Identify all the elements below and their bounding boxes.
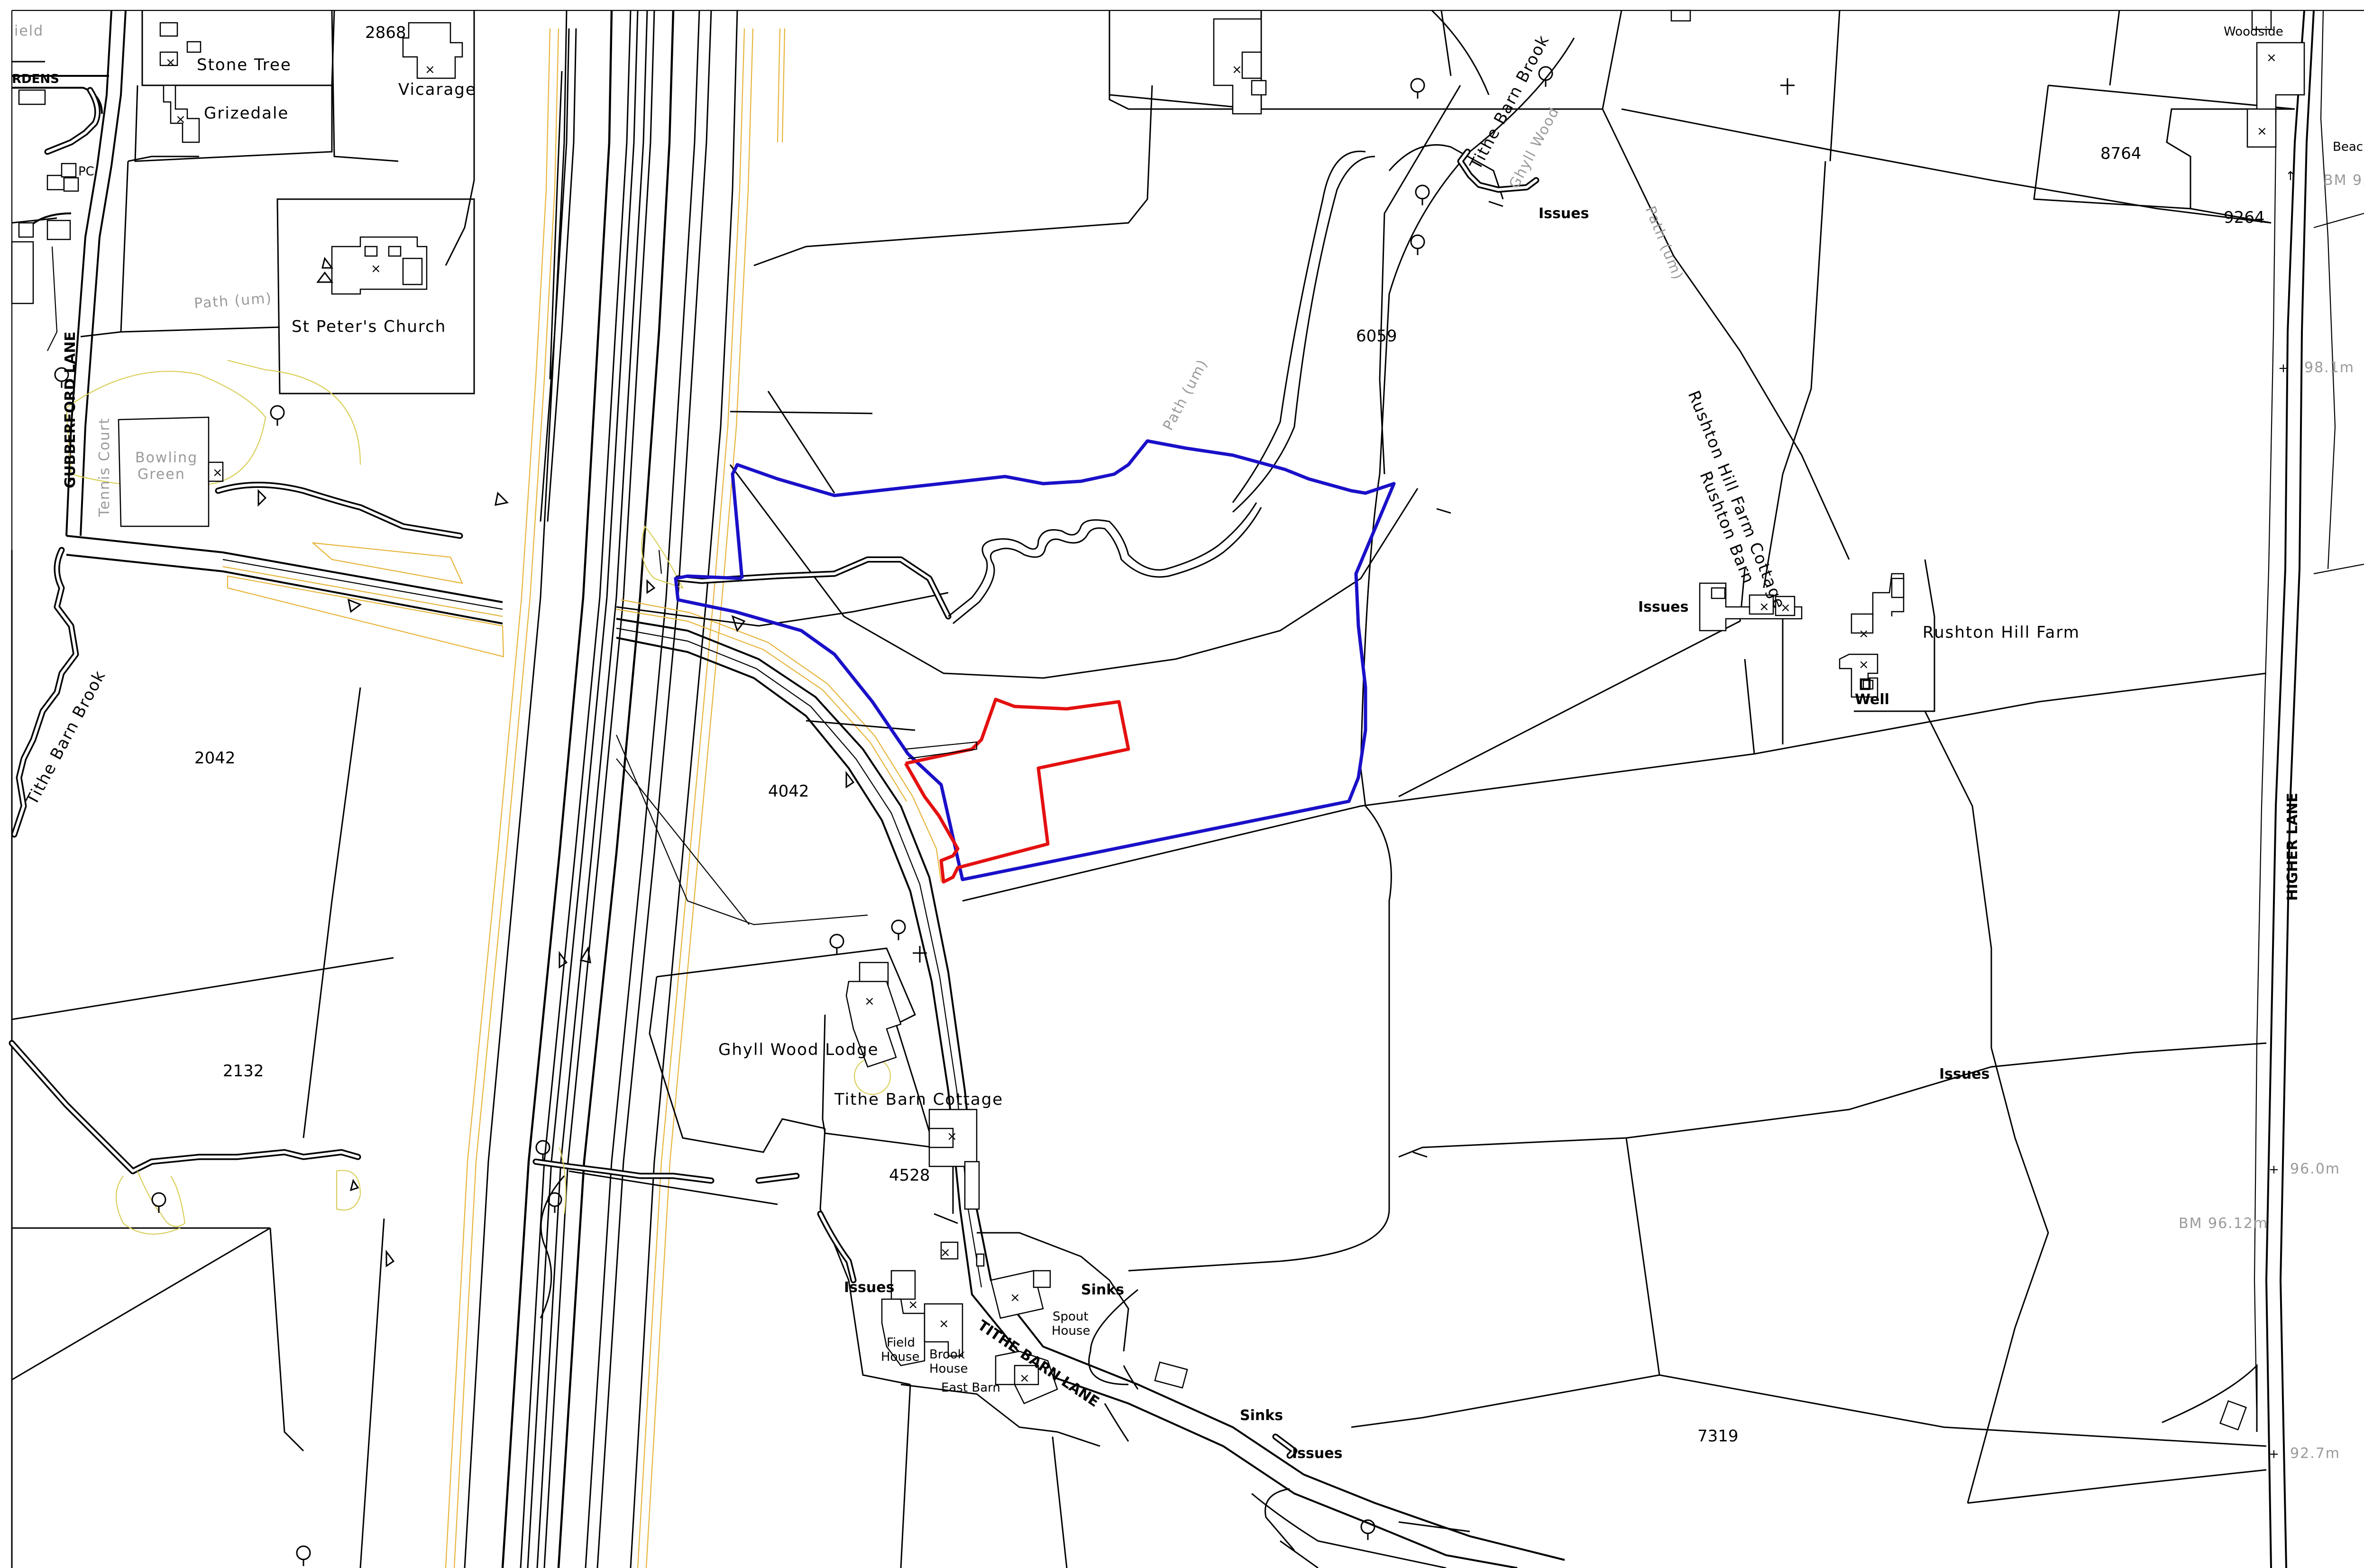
annotation-sinks-1: Sinks [1081,1282,1124,1298]
parcel-6059: 6059 [1356,327,1397,346]
svg-text:×: × [212,466,223,480]
label-field-2: House [881,1350,919,1364]
label-well: Well [1855,691,1889,708]
svg-text:×: × [165,55,176,70]
svg-text:×: × [1759,600,1769,614]
svg-text:×: × [908,1298,918,1312]
label-brook-1: Brook [929,1348,965,1362]
label-church: St Peter's Church [292,317,446,336]
svg-text:×: × [425,63,435,77]
annotation-sinks-2: Sinks [1240,1407,1283,1424]
label-dens: RDENS [12,72,59,86]
label-woodside: Woodside [2224,25,2283,39]
parcel-2868: 2868 [365,23,406,42]
svg-text:×: × [947,1129,957,1144]
svg-text:×: × [1232,63,1242,77]
map-symbols: + + + ↑ [316,169,2296,1461]
ownership-boundary-blue [674,439,1396,881]
parcel-numbers: 2868 2042 4042 6059 2132 4528 7319 8764 … [194,23,2265,1446]
svg-text:×: × [1859,627,1869,641]
gubberford-lane [12,10,127,536]
label-path-east: Path (um) [1642,204,1686,283]
watercourse-labels: Tithe Barn Brook Tithe Barn Brook [22,32,1553,808]
label-path-north: Path (um) [1160,357,1211,433]
annotations: Issues Issues Issues Issues Issues Sinks… [844,205,1989,1462]
label-path-church: Path (um) [193,290,273,312]
svg-text:×: × [2257,124,2267,138]
svg-text:×: × [371,262,381,276]
svg-text:↑: ↑ [2285,169,2296,183]
svg-text:+: + [2278,361,2289,376]
height-bm-95: BM 95 [2323,172,2364,189]
label-beac: Beac [2333,140,2363,154]
label-grizedale: Grizedale [204,104,289,123]
label-tithe-barn-cottage: Tithe Barn Cottage [834,1090,1003,1109]
label-east-barn: East Barn [941,1381,1000,1395]
svg-text:×: × [1010,1291,1020,1305]
svg-text:×: × [1780,601,1791,615]
svg-text:×: × [940,1246,951,1260]
parcel-4042: 4042 [768,782,809,801]
label-rushton-hill-farm: Rushton Hill Farm [1923,623,2080,642]
height-bm-96-12: BM 96.12m [2179,1215,2268,1232]
label-higher-lane: HIGHER LANE [2284,793,2301,901]
label-bowling-2: Green [137,466,185,483]
svg-text:×: × [1019,1371,1030,1385]
svg-text:×: × [2266,51,2277,65]
label-vicarage: Vicarage [398,80,476,99]
label-field-1: Field [887,1336,915,1350]
label-spout-1: Spout [1053,1310,1089,1324]
parcel-2132: 2132 [223,1062,264,1081]
parcel-9264: 9264 [2224,208,2265,227]
annotation-issues-4: Issues [844,1279,894,1296]
height-96-0: 96.0m [2290,1161,2340,1177]
annotation-issues-3: Issues [1939,1066,1989,1082]
tithe-barn-brook-west [9,87,463,1174]
label-ghyll-wood-lodge: Ghyll Wood Lodge [718,1040,879,1059]
building-markers: × × × × × × × × × × × × × × × × × × × [165,51,2277,1385]
svg-text:×: × [1859,658,1869,672]
label-brook-2: House [929,1362,968,1376]
svg-text:×: × [939,1317,949,1331]
buildings [11,9,2305,1430]
motorway [445,10,786,1568]
place-labels: ield RDENS Stone Tree Grizedale Vicarage… [12,23,2363,1395]
label-tennis-court: Tennis Court [96,417,113,517]
label-pc: PC [78,165,94,179]
label-gubberford-lane: GUBBERFORD LANE [62,331,79,488]
svg-text:×: × [175,112,186,127]
site-boundary-red [904,697,1130,884]
label-stone-tree: Stone Tree [197,55,292,74]
map-details [257,201,1503,1267]
svg-text:+: + [2269,1163,2279,1177]
annotation-issues-5: Issues [1292,1445,1342,1462]
height-98-1: 98.1m [2304,359,2355,376]
svg-text:×: × [864,994,875,1009]
parcel-2042: 2042 [194,749,236,768]
label-bowling-1: Bowling [135,449,198,466]
label-spout-2: House [1052,1324,1090,1338]
label-rushton-farm-cottage: Rushton Hill Farm Cottage [1684,388,1789,612]
parcel-7319: 7319 [1697,1427,1739,1446]
svg-text:+: + [2269,1447,2279,1461]
road-labels: GUBBERFORD LANE TITHE BARN LANE HIGHER L… [62,331,2301,1411]
tree-symbols [54,66,1795,1566]
parcel-8764: 8764 [2100,144,2142,163]
label-field-edge: ield [14,23,44,39]
annotation-issues-1: Issues [1539,205,1589,222]
height-92-7: 92.7m [2290,1445,2340,1462]
height-labels: 98.1m 96.0m BM 96.12m 92.7m BM 95 [2179,172,2364,1462]
field-boundaries [11,9,2295,1568]
parcel-4528: 4528 [889,1166,930,1185]
annotation-issues-2: Issues [1638,599,1688,615]
higher-lane [2254,10,2364,1568]
